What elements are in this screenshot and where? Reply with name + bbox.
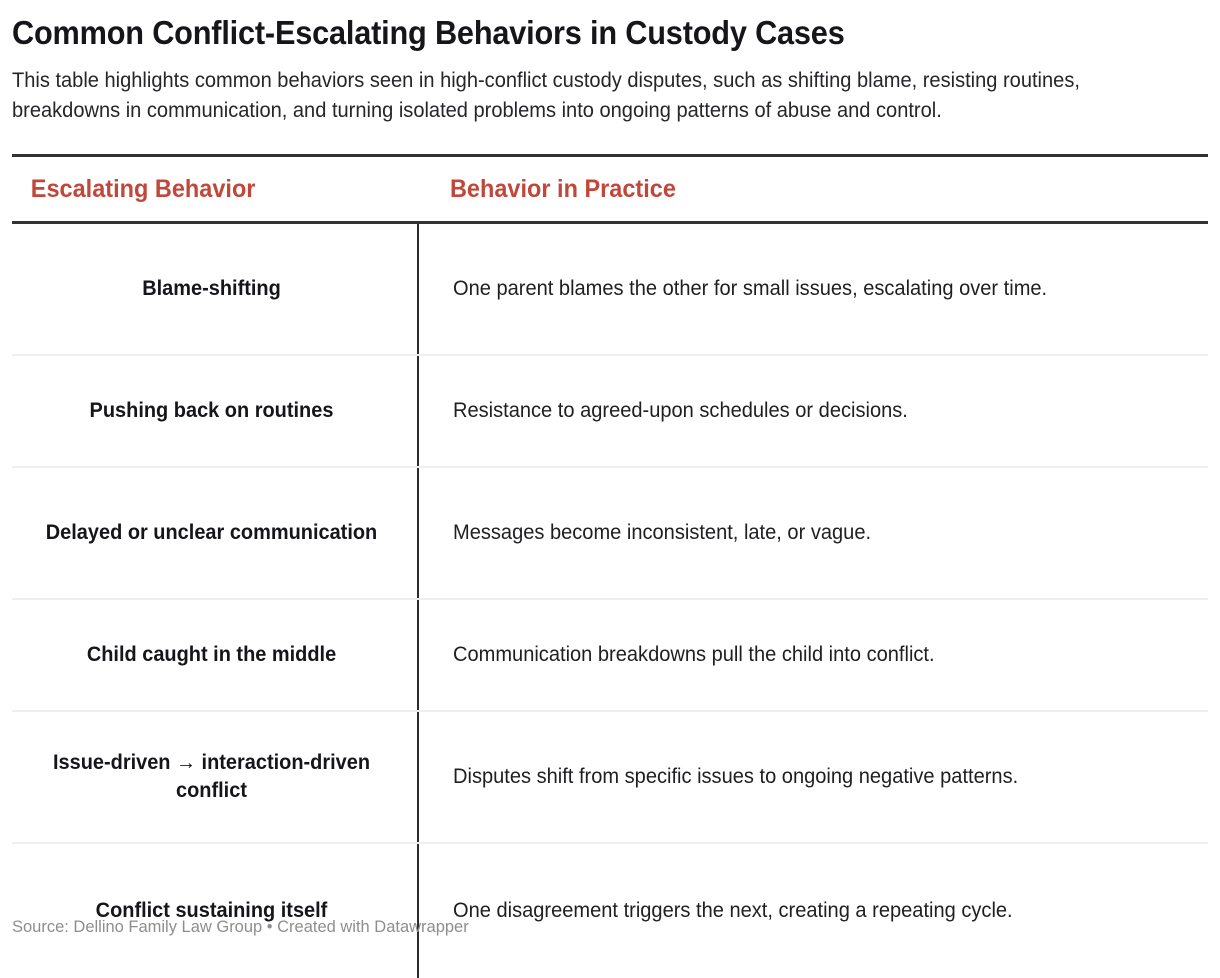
table-container: Escalating Behavior Behavior in Practice… [12, 154, 1208, 978]
table-head: Escalating Behavior Behavior in Practice [12, 154, 1208, 224]
cell-escalating-behavior: Delayed or unclear communication [12, 466, 418, 600]
table-body: Blame-shifting One parent blames the oth… [12, 222, 1208, 978]
chart-page: Common Conflict-Escalating Behaviors in … [12, 14, 1208, 978]
cell-text: One disagreement triggers the next, crea… [453, 899, 1013, 922]
table-row: Child caught in the middle Communication… [12, 598, 1208, 712]
table-row: Issue-driven → interaction-driven confli… [12, 710, 1208, 844]
cell-text: Messages become inconsistent, late, or v… [453, 521, 872, 544]
cell-behavior-in-practice: Messages become inconsistent, late, or v… [417, 466, 1208, 600]
cell-text: Communication breakdowns pull the child … [453, 643, 935, 666]
cell-behavior-in-practice: One parent blames the other for small is… [417, 222, 1208, 356]
cell-text: One parent blames the other for small is… [453, 277, 1048, 300]
page-title: Common Conflict-Escalating Behaviors in … [12, 14, 845, 51]
cell-text: Blame-shifting [142, 276, 281, 300]
cell-escalating-behavior: Child caught in the middle [12, 598, 418, 712]
table-row: Delayed or unclear communication Message… [12, 466, 1208, 600]
cell-text: Delayed or unclear communication [45, 520, 378, 544]
cell-text: Disputes shift from specific issues to o… [453, 765, 1019, 788]
cell-escalating-behavior: Issue-driven → interaction-driven confli… [12, 710, 418, 844]
cell-behavior-in-practice: Resistance to agreed-upon schedules or d… [417, 354, 1208, 468]
cell-behavior-in-practice: Communication breakdowns pull the child … [417, 598, 1208, 712]
cell-escalating-behavior: Conflict sustaining itself [12, 843, 418, 978]
cell-text: Resistance to agreed-upon schedules or d… [453, 399, 908, 422]
column-header-escalating-behavior[interactable]: Escalating Behavior [12, 154, 418, 224]
cell-escalating-behavior: Pushing back on routines [12, 354, 418, 468]
cell-text: Child caught in the middle [86, 642, 337, 666]
cell-text: Issue-driven → interaction-driven confli… [52, 750, 371, 802]
column-header-label: Escalating Behavior [30, 175, 256, 204]
cell-text: Pushing back on routines [89, 398, 334, 422]
cell-text: Conflict sustaining itself [95, 898, 328, 922]
source-footer: Source: Dellino Family Law Group • Creat… [12, 916, 469, 936]
cell-escalating-behavior: Blame-shifting [12, 222, 418, 356]
column-header-behavior-in-practice[interactable]: Behavior in Practice [418, 154, 1208, 224]
chart-description: This table highlights common behaviors s… [12, 68, 1080, 123]
column-header-label: Behavior in Practice [449, 175, 676, 204]
table-header-row: Escalating Behavior Behavior in Practice [12, 154, 1208, 224]
table-row: Blame-shifting One parent blames the oth… [12, 222, 1208, 356]
cell-behavior-in-practice: One disagreement triggers the next, crea… [417, 842, 1208, 978]
table-row: Conflict sustaining itself One disagreem… [12, 842, 1208, 978]
cell-behavior-in-practice: Disputes shift from specific issues to o… [417, 710, 1208, 844]
data-table: Escalating Behavior Behavior in Practice… [12, 154, 1208, 978]
table-row: Pushing back on routines Resistance to a… [12, 354, 1208, 468]
